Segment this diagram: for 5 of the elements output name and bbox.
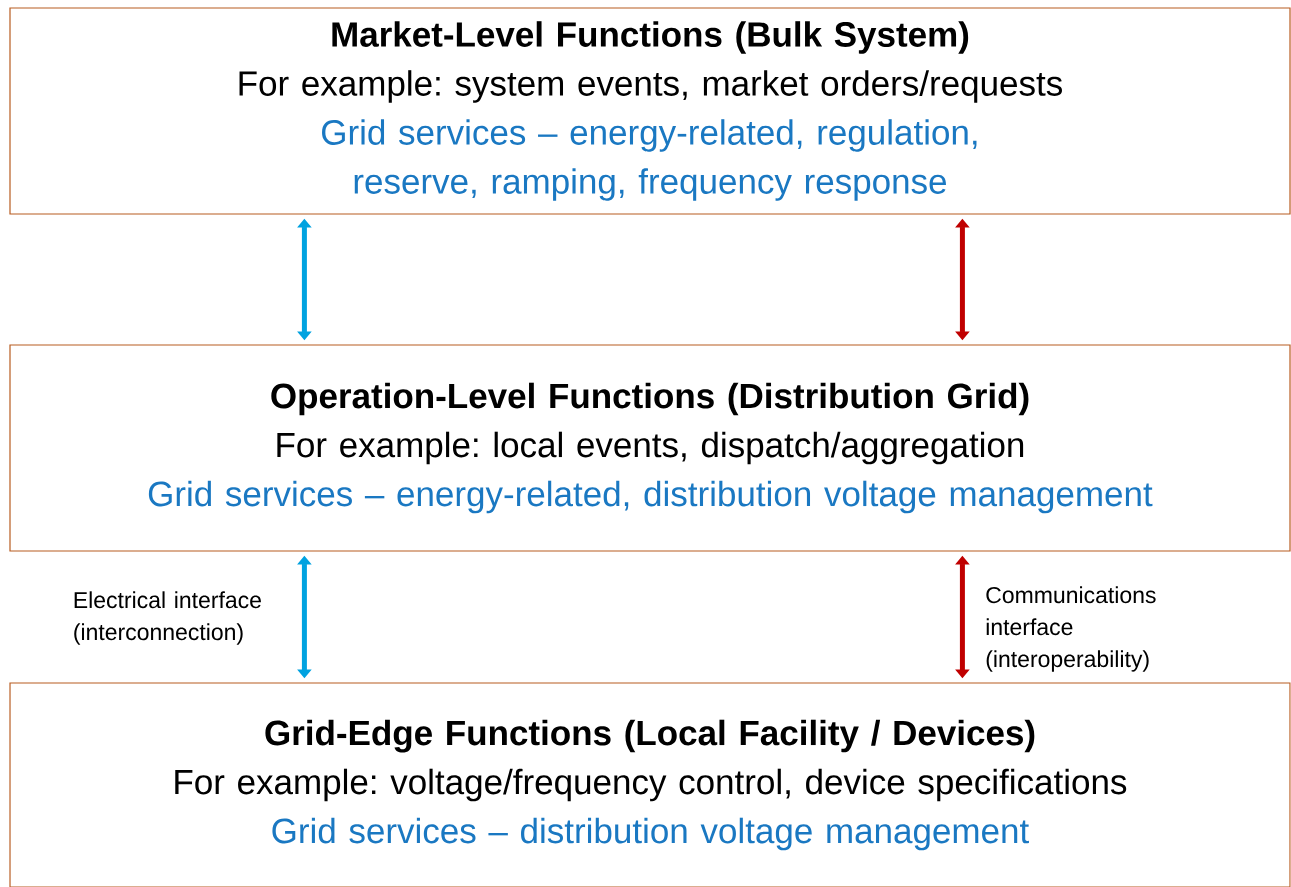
function-box: Grid-Edge Functions (Local Facility / Devices) For example: voltage/frequency control, device specifications Grid services – distribution voltage management: [9, 682, 1291, 887]
function-box: Market-Level Functions (Bulk System) For example: system events, market orders/requests Grid services – energy-related, regulation, reserve, ramping, frequency response: [9, 7, 1291, 215]
edge-label: Communications interface (interoperability): [986, 586, 1156, 672]
edge-label: Electrical interface (interconnection): [74, 591, 261, 645]
function-box: Operation-Level Functions (Distribution Grid) For example: local events, dispatch/aggregation Grid services – energy-related, distribution voltage management: [9, 344, 1291, 552]
